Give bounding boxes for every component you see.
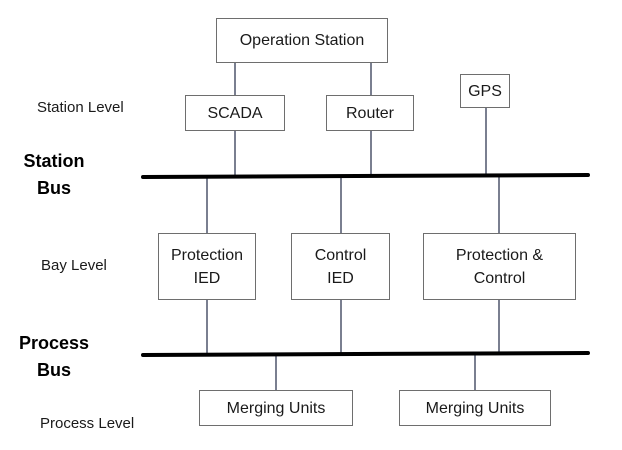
operation-station-box: Operation Station xyxy=(216,18,388,63)
scada-box: SCADA xyxy=(185,95,285,131)
merging-units-box-1: Merging Units xyxy=(199,390,353,426)
station-level-label: Station Level xyxy=(37,99,124,116)
protection-ied-box: Protection IED xyxy=(158,233,256,300)
control-ied-box: Control IED xyxy=(291,233,390,300)
process-level-label: Process Level xyxy=(40,415,135,432)
station-bus-label: Station Bus xyxy=(23,151,85,198)
router-box: Router xyxy=(326,95,414,131)
process-bus-label: Process Bus xyxy=(18,333,90,380)
protection-control-box: Protection & Control xyxy=(423,233,576,300)
bay-level-label: Bay Level xyxy=(41,257,107,274)
gps-box: GPS xyxy=(460,74,510,108)
process-bus-line xyxy=(141,351,590,357)
station-bus-line xyxy=(141,173,590,179)
merging-units-box-2: Merging Units xyxy=(399,390,551,426)
